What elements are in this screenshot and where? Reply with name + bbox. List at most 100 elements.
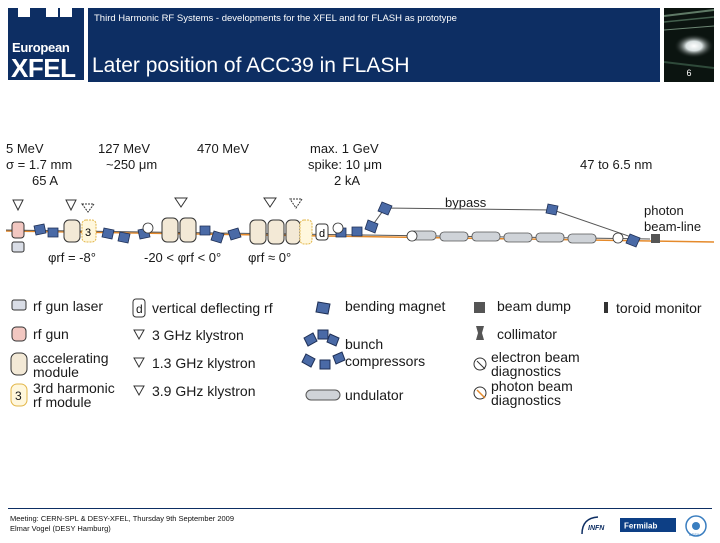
slide-subtitle: Third Harmonic RF Systems - developments… [94, 13, 457, 24]
fermilab-badge-icon [620, 518, 676, 532]
bending-magnet-icon [351, 226, 363, 237]
accelerating-module-icon [63, 219, 81, 243]
legend-collimator-icon [476, 326, 484, 340]
electron-diagnostics-icon [332, 222, 344, 234]
legend-39ghz-klystron: 3.9 GHz klystron [152, 383, 255, 399]
legend-vertical-deflector-icon [132, 298, 146, 318]
logo-text-european: European [12, 40, 70, 55]
legend-3ghz-klystron: 3 GHz klystron [152, 327, 244, 343]
bending-magnet-icon [47, 227, 59, 238]
legend-bunch-2: compressors [345, 353, 425, 369]
bending-magnet-icon [545, 203, 559, 216]
annotation-photon: photon [644, 203, 684, 218]
legend-accelerating-module-icon [10, 352, 28, 376]
legend-beam-dump-icon [474, 302, 485, 313]
legend-rf-gun: rf gun [33, 326, 69, 342]
undulator-icon [471, 231, 501, 242]
accelerating-module-icon [179, 217, 197, 243]
desy-ring-icon [685, 515, 707, 537]
accelerating-module-icon [267, 219, 285, 245]
legend-rf-gun-laser-icon [11, 299, 27, 311]
undulator-icon [439, 231, 469, 242]
annotation-phase-1: φrf = -8° [48, 250, 96, 265]
legend-electron-diagnostics-2: diagnostics [491, 363, 561, 379]
rf-gun-laser-icon [11, 241, 25, 253]
bending-magnet-icon [117, 231, 131, 244]
fermilab-logo: Fermilab [620, 514, 676, 536]
annotation-spike: spike: 10 μm [308, 157, 382, 172]
annotation-energy-bc2: 470 MeV [197, 141, 249, 156]
rf-gun-icon [11, 221, 25, 239]
legend-accelerating-2: module [33, 364, 79, 380]
legend-toroid-monitor: toroid monitor [616, 300, 702, 316]
third-harmonic-module-icon [81, 219, 97, 243]
legend-third-harmonic-icon [10, 383, 28, 407]
infn-logo: INFN [578, 514, 608, 536]
fermilab-logo-text: Fermilab [624, 522, 657, 531]
bending-magnet-icon [101, 227, 115, 240]
legend-photon-diagnostics-1: photon beam [491, 378, 573, 394]
vertical-deflector-label: d [319, 228, 325, 240]
legend-collimator: collimator [497, 326, 557, 342]
legend-third-harmonic-badge: 3 [15, 389, 22, 403]
bending-magnet-icon [199, 225, 211, 236]
legend-third-harmonic-1: 3rd harmonic [33, 380, 115, 396]
footer-meeting: Meeting: CERN-SPL & DESY-XFEL, Thursday … [10, 514, 235, 523]
klystron-13ghz-icon [263, 197, 277, 208]
electron-diagnostics-icon [142, 222, 154, 234]
infn-arc-icon [581, 516, 599, 535]
klystron-39ghz-icon [289, 198, 303, 209]
photon-diagnostics-icon [612, 232, 624, 244]
accelerating-module-icon [285, 219, 301, 245]
flash-layout-diagram: 5 MeV σ = 1.7 mm 65 A 127 MeV ~250 μm 47… [5, 141, 715, 410]
bypass-line [371, 207, 641, 241]
third-harmonic-label: 3 [85, 227, 91, 239]
beam-dump-icon [651, 234, 660, 243]
annotation-phase-2: -20 < φrf < 0° [144, 250, 221, 265]
accelerating-module-icon [161, 217, 179, 243]
third-harmonic-module-icon [299, 219, 313, 245]
annotation-peak-current: 2 kA [334, 173, 360, 188]
annotation-max-energy: max. 1 GeV [310, 141, 379, 156]
klystron-39ghz-icon [81, 203, 95, 213]
vertical-deflector-icon [315, 223, 329, 241]
bending-magnet-icon [377, 201, 393, 216]
logo-square-icon [60, 8, 72, 17]
annotation-beam-line: beam-line [644, 219, 701, 234]
legend-photon-diagnostics-2: diagnostics [491, 392, 561, 408]
legend-13ghz-klystron-icon [133, 357, 145, 369]
page-number: 6 [686, 68, 692, 78]
undulator-icon [535, 232, 565, 243]
annotation-length-bc1: ~250 μm [106, 157, 157, 172]
bending-magnet-icon [33, 223, 47, 236]
bending-magnet-icon [625, 233, 641, 248]
accelerator-photo-icon [664, 9, 714, 69]
legend-accelerating-1: accelerating [33, 350, 109, 366]
legend-undulator-icon [305, 389, 341, 401]
logo-square-icon [46, 8, 58, 17]
logo-square-icon [18, 8, 30, 17]
european-xfel-logo: European XFEL [8, 8, 84, 83]
legend-rf-gun-icon [11, 326, 27, 342]
bending-magnet-icon [227, 227, 242, 241]
annotation-energy-gun: 5 MeV [6, 141, 44, 156]
desy-core-icon [692, 522, 700, 530]
accelerating-module-icon [249, 219, 267, 245]
legend-vertical-deflector-badge: d [136, 302, 143, 316]
annotation-phase-3: φrf ≈ 0° [248, 250, 291, 265]
klystron-13ghz-icon [65, 199, 77, 212]
legend-bending-magnet-icon [315, 301, 331, 315]
legend-bunch-compressor-icon [301, 329, 346, 370]
electron-diagnostics-icon [406, 230, 418, 242]
annotation-bypass: bypass [445, 195, 487, 210]
undulator-icon [567, 233, 597, 244]
annotation-current-gun: 65 A [32, 173, 58, 188]
klystron-13ghz-icon [174, 197, 188, 208]
slide-header: European XFEL Third Harmonic RF Systems … [0, 0, 720, 84]
desy-logo-text: DESY [689, 533, 700, 537]
undulator-icon [503, 232, 533, 243]
legend-undulator: undulator [345, 387, 404, 403]
legend-third-harmonic-2: rf module [33, 394, 92, 410]
legend-photon-diagnostics-mark [476, 389, 486, 399]
header-photo: 6 [664, 8, 714, 82]
